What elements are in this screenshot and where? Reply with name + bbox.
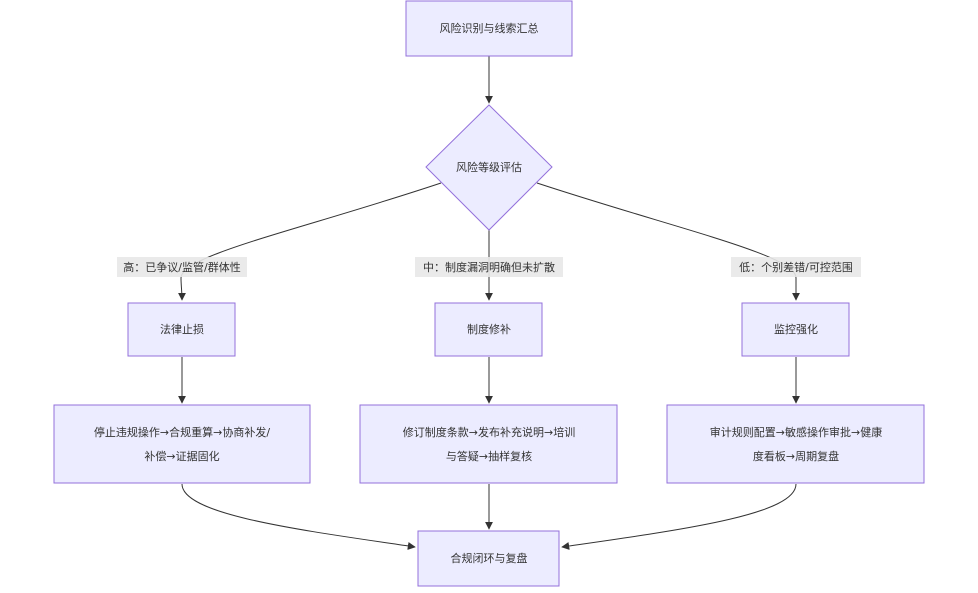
- edge-legal-steps-to-close: [181, 483, 416, 550]
- node-legal-steps[interactable]: 停止违规操作→合规重算→协商补发/ 补偿→证据固化: [53, 404, 311, 484]
- node-risk-assessment[interactable]: 风险等级评估: [425, 104, 553, 231]
- node-monitor-enhance[interactable]: 监控强化: [741, 302, 850, 357]
- svg-text:风险识别与线索汇总: 风险识别与线索汇总: [440, 21, 539, 35]
- svg-text:制度修补: 制度修补: [467, 322, 511, 336]
- edges: [177, 56, 800, 550]
- node-policy-steps[interactable]: 修订制度条款→发布补充说明→培训 与答疑→抽样复核: [359, 404, 618, 484]
- node-risk-collection[interactable]: 风险识别与线索汇总: [405, 0, 573, 57]
- svg-text:补偿→证据固化: 补偿→证据固化: [144, 449, 219, 463]
- svg-text:与答疑→抽样复核: 与答疑→抽样复核: [446, 449, 532, 463]
- svg-text:高：已争议/监管/群体性: 高：已争议/监管/群体性: [123, 260, 240, 274]
- node-policy-repair[interactable]: 制度修补: [434, 302, 543, 357]
- svg-text:中：制度漏洞明确但未扩散: 中：制度漏洞明确但未扩散: [423, 260, 555, 274]
- edge-label-low: 低：个别差错/可控范围: [731, 257, 861, 277]
- svg-text:度看板→周期复盘: 度看板→周期复盘: [753, 449, 839, 463]
- svg-text:法律止损: 法律止损: [160, 322, 204, 336]
- edge-label-medium: 中：制度漏洞明确但未扩散: [415, 257, 563, 277]
- svg-text:低：个别差错/可控范围: 低：个别差错/可控范围: [739, 260, 853, 274]
- svg-text:审计规则配置→敏感操作审批→健康: 审计规则配置→敏感操作审批→健康: [710, 425, 882, 439]
- edge-assess-to-legal: [177, 182, 442, 301]
- node-compliance-closure[interactable]: 合规闭环与复盘: [417, 530, 560, 587]
- node-monitor-steps[interactable]: 审计规则配置→敏感操作审批→健康 度看板→周期复盘: [666, 404, 925, 484]
- svg-text:修订制度条款→发布补充说明→培训: 修订制度条款→发布补充说明→培训: [403, 425, 575, 439]
- svg-text:监控强化: 监控强化: [774, 322, 818, 336]
- svg-text:停止违规操作→合规重算→协商补发/: 停止违规操作→合规重算→协商补发/: [94, 425, 270, 439]
- edge-label-high: 高：已争议/监管/群体性: [117, 257, 247, 277]
- edge-monitor-steps-to-close: [561, 483, 797, 550]
- svg-text:风险等级评估: 风险等级评估: [456, 160, 522, 174]
- edge-assess-to-monitor: [536, 182, 800, 301]
- svg-text:合规闭环与复盘: 合规闭环与复盘: [451, 551, 528, 565]
- node-legal-stop-loss[interactable]: 法律止损: [127, 302, 236, 357]
